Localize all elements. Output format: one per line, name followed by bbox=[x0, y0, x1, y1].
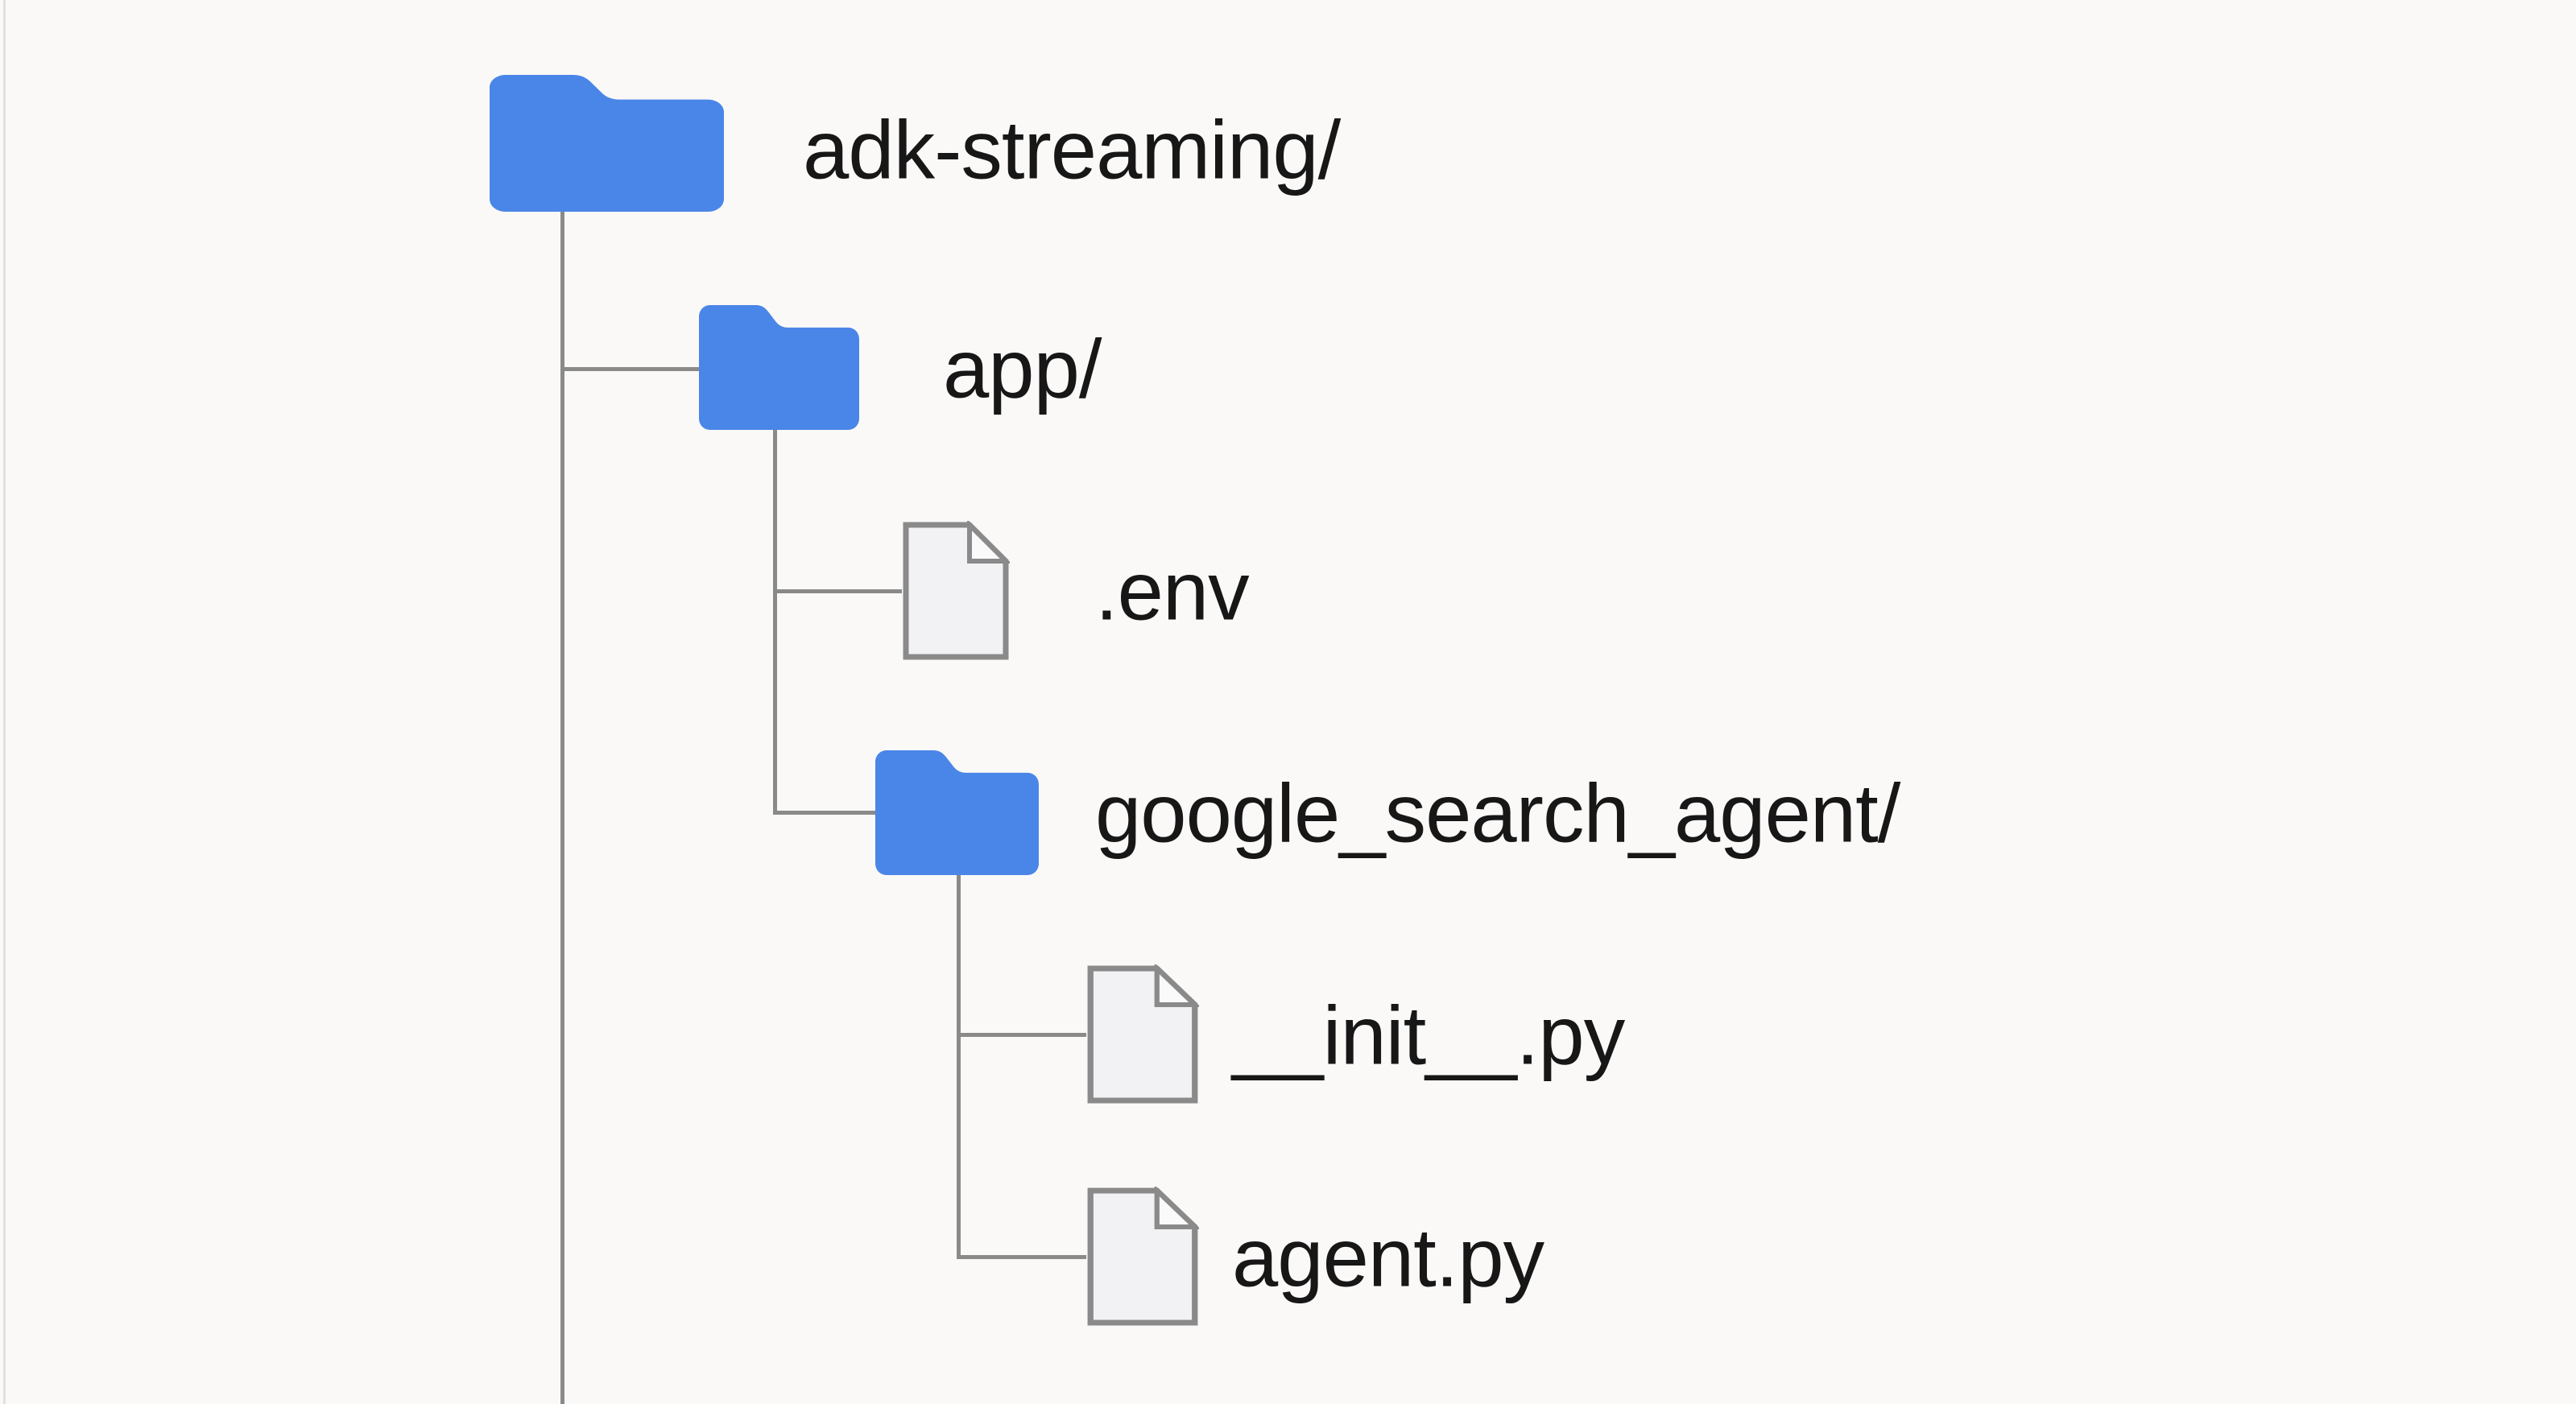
tree-node-label: app/ bbox=[943, 322, 1102, 415]
tree-connector-init-branch bbox=[957, 1033, 1086, 1037]
tree-node-label: google_search_agent/ bbox=[1095, 766, 1900, 860]
tree-connector-app-branch bbox=[560, 367, 699, 371]
file-icon bbox=[1087, 1187, 1199, 1326]
tree-connector-env-branch bbox=[773, 589, 902, 593]
file-icon bbox=[1087, 964, 1199, 1104]
left-edge-border bbox=[3, 0, 6, 1404]
tree-connector-agent-branch bbox=[957, 1255, 1086, 1259]
tree-connector-gsa-branch bbox=[773, 811, 879, 815]
tree-connector-app-vertical bbox=[773, 428, 777, 815]
file-icon bbox=[903, 521, 1010, 660]
folder-icon bbox=[875, 750, 1039, 875]
tree-node-label: __init__.py bbox=[1232, 989, 1625, 1082]
tree-connector-root-vertical bbox=[560, 209, 564, 1404]
tree-connector-gsa-vertical bbox=[957, 873, 961, 1259]
folder-icon bbox=[699, 305, 859, 430]
folder-icon bbox=[490, 75, 724, 212]
tree-node-label: adk-streaming/ bbox=[803, 103, 1341, 196]
tree-node-label: agent.py bbox=[1232, 1211, 1544, 1304]
tree-node-label: .env bbox=[1095, 544, 1250, 638]
